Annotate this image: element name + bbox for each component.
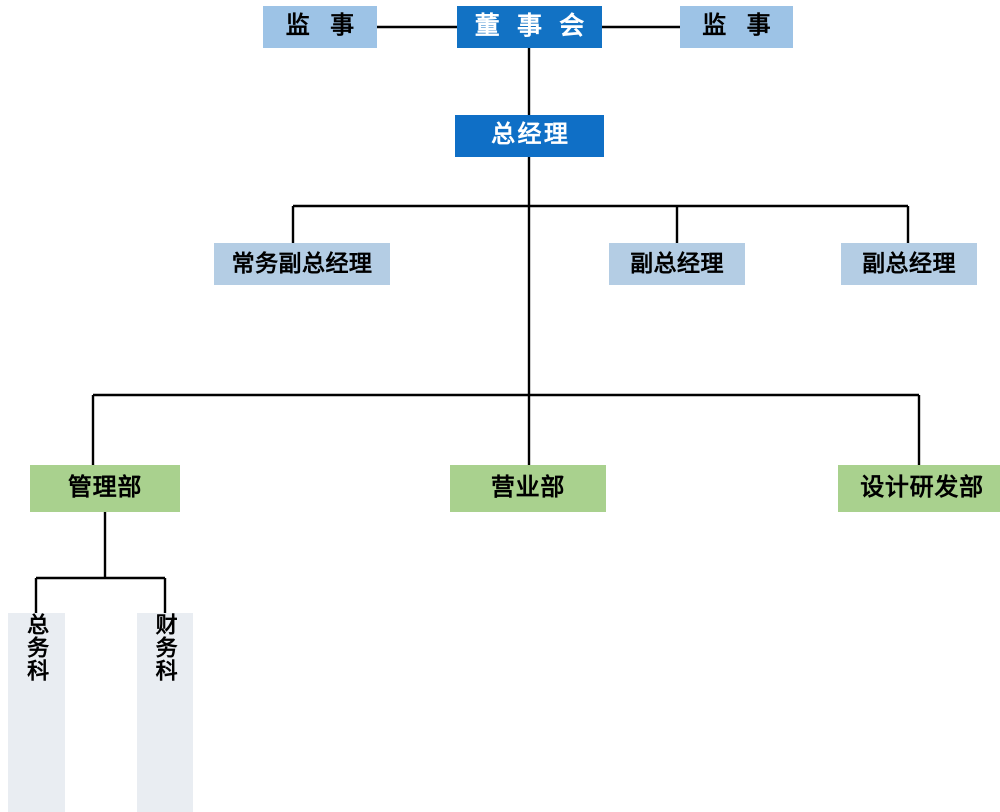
org-node-label: 监 事	[702, 13, 778, 40]
org-node-design-rnd-department[interactable]: 设计研发部	[838, 465, 1000, 512]
org-node-label: 设计研发部	[860, 474, 984, 501]
org-node-label: 副总经理	[862, 250, 956, 276]
org-node-executive-vice-gm[interactable]: 常务副总经理	[214, 243, 390, 285]
org-node-board-of-directors[interactable]: 董 事 会	[457, 6, 602, 48]
org-node-label: 监 事	[285, 13, 362, 40]
org-node-finance-section[interactable]: 财务科	[137, 613, 193, 812]
org-node-label: 常务副总经理	[231, 250, 373, 276]
org-node-label: 财务科	[152, 613, 178, 683]
org-node-label: 董 事 会	[474, 12, 590, 40]
org-node-vice-gm-2[interactable]: 副总经理	[841, 243, 977, 285]
org-node-general-manager[interactable]: 总经理	[455, 115, 604, 157]
org-node-label: 总务科	[24, 613, 50, 683]
org-node-sales-department[interactable]: 营业部	[450, 465, 606, 512]
org-node-supervisor-left[interactable]: 监 事	[263, 6, 377, 48]
org-node-label: 副总经理	[630, 250, 724, 276]
org-node-label: 总经理	[491, 122, 571, 149]
org-node-general-affairs-section[interactable]: 总务科	[8, 613, 65, 812]
org-node-vice-gm-1[interactable]: 副总经理	[609, 243, 745, 285]
org-node-supervisor-right[interactable]: 监 事	[680, 6, 793, 48]
org-node-management-department[interactable]: 管理部	[30, 465, 180, 512]
org-node-label: 管理部	[67, 474, 143, 501]
org-node-label: 营业部	[490, 474, 566, 501]
